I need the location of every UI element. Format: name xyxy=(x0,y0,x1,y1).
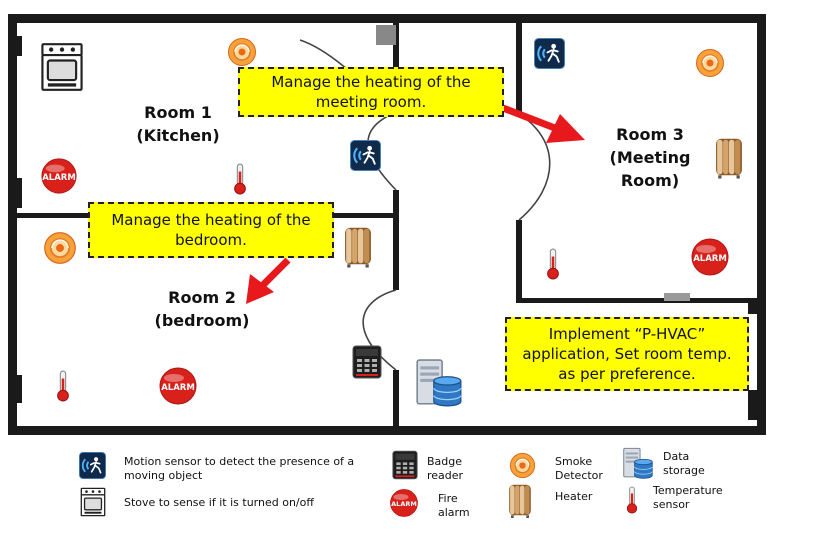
legend-smoke-line1: Smoke xyxy=(555,455,593,468)
svg-text:ALARM: ALARM xyxy=(161,383,195,393)
legend-stove-icon xyxy=(80,487,106,517)
room1-label: Room 1 (Kitchen) xyxy=(118,101,238,147)
callout-meeting-room: Manage the heating of the meeting room. xyxy=(238,67,504,117)
room3-name: Room 3 xyxy=(616,125,684,144)
legend-storage-label: Data storage xyxy=(663,450,723,478)
room2-label: Room 2 (bedroom) xyxy=(142,286,262,332)
callout-meeting-line1: Manage the heating of the xyxy=(271,73,471,91)
legend-fire-line2: alarm xyxy=(438,506,470,519)
fire-alarm-icon: ALARM xyxy=(159,367,197,405)
legend-motion-line2: moving object xyxy=(124,469,203,482)
legend-temperature-line1: Temperature xyxy=(653,484,723,497)
room1-type: (Kitchen) xyxy=(136,126,220,145)
room3-type-2: Room) xyxy=(620,171,680,190)
legend-heater-label: Heater xyxy=(555,490,593,503)
fire-alarm-icon: ALARM xyxy=(691,238,729,276)
data-storage-icon xyxy=(416,359,462,407)
callout-phvac-line1: Implement “P-HVAC” xyxy=(548,325,706,343)
legend-data-storage-icon xyxy=(623,447,653,479)
legend-badge-line1: Badge xyxy=(427,455,463,468)
callout-phvac: Implement “P-HVAC” application, Set room… xyxy=(505,317,749,391)
temperature-sensor-icon xyxy=(234,163,246,195)
legend-temperature-line2: sensor xyxy=(653,498,690,511)
svg-text:ALARM: ALARM xyxy=(42,173,76,183)
callout-bedroom-line1: Manage the heating of the xyxy=(111,211,311,229)
motion-sensor-icon xyxy=(349,140,382,171)
temperature-sensor-icon xyxy=(547,248,559,280)
heater-icon xyxy=(345,227,371,268)
smoke-detector-icon xyxy=(227,37,257,67)
legend-stove-label: Stove to sense if it is turned on/off xyxy=(124,496,314,509)
room3-label: Room 3 (Meeting Room) xyxy=(585,123,715,192)
walls xyxy=(8,14,766,435)
legend-motion-line1: Motion sensor to detect the presence of … xyxy=(124,455,355,468)
callout-bedroom: Manage the heating of the bedroom. xyxy=(88,202,334,258)
temperature-sensor-icon xyxy=(57,370,69,402)
arrow-to-room3 xyxy=(501,104,585,143)
legend-smoke-detector-icon xyxy=(509,452,536,479)
legend-fire-line1: Fire xyxy=(438,492,458,505)
fire-alarm-icon: ALARM xyxy=(41,158,77,194)
svg-text:ALARM: ALARM xyxy=(391,500,417,508)
badge-reader-icon xyxy=(352,345,382,379)
motion-sensor-icon xyxy=(533,38,566,69)
legend-badge-reader-icon xyxy=(392,450,418,480)
arrow-to-room2 xyxy=(246,257,291,304)
room2-type: (bedroom) xyxy=(154,311,250,330)
smoke-detector-icon xyxy=(695,48,725,78)
legend-motion-label: Motion sensor to detect the presence of … xyxy=(124,455,384,483)
legend-smoke-line2: Detector xyxy=(555,469,603,482)
room3-type-1: (Meeting xyxy=(609,148,691,167)
legend-badge-label: Badge reader xyxy=(427,455,487,483)
svg-text:ALARM: ALARM xyxy=(693,254,727,264)
heater-icon xyxy=(716,138,742,179)
legend-motion-sensor-icon xyxy=(78,452,107,479)
callout-phvac-line3: as per preference. xyxy=(558,365,696,383)
callout-phvac-line2: application, Set room temp. xyxy=(522,345,732,363)
legend-badge-line2: reader xyxy=(427,469,464,482)
legend-temperature-label: Temperature sensor xyxy=(653,484,743,512)
legend-fire-alarm-icon: ALARM xyxy=(390,489,418,517)
callout-meeting-line2: meeting room. xyxy=(315,93,427,111)
arrows xyxy=(246,104,585,304)
legend-temperature-sensor-icon xyxy=(626,486,638,514)
room1-name: Room 1 xyxy=(144,103,212,122)
room2-name: Room 2 xyxy=(168,288,236,307)
stove-icon xyxy=(41,43,83,91)
callout-bedroom-line2: bedroom. xyxy=(175,231,247,249)
legend-smoke-label: Smoke Detector xyxy=(555,455,625,483)
smoke-detector-icon xyxy=(43,231,77,265)
legend-fire-label: Fire alarm xyxy=(438,492,488,520)
legend-heater-icon xyxy=(509,484,531,518)
legend-storage-line1: Data xyxy=(663,450,690,463)
legend-storage-line2: storage xyxy=(663,464,705,477)
